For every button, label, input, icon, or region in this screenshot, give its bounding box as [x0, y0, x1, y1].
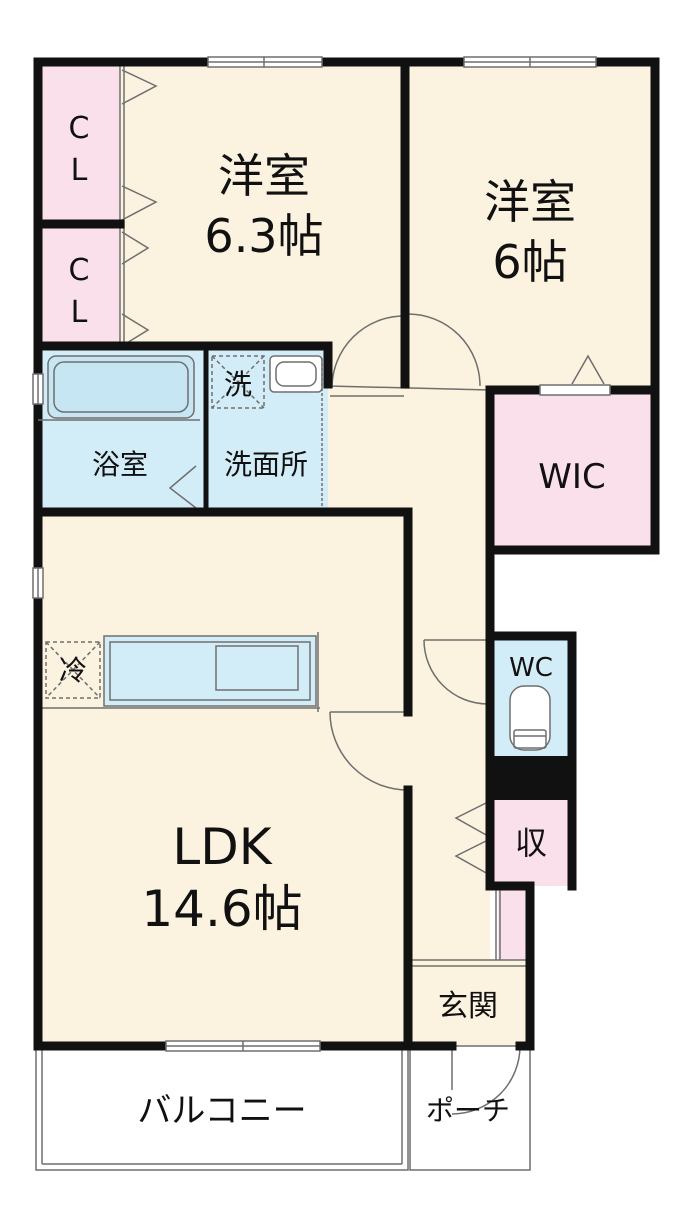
porch-outline	[409, 1045, 531, 1171]
closet-small-floor	[490, 800, 572, 886]
western-room-a-name: 洋室	[218, 149, 310, 203]
bath-name: 浴室	[92, 448, 148, 481]
western-room-b-size: 6帖	[492, 235, 567, 289]
washroom-name: 洗面所	[224, 448, 308, 481]
ldk-size: 14.6帖	[141, 880, 302, 938]
door-swing-wc	[423, 639, 489, 705]
kitchen-sink	[215, 645, 299, 691]
entrance-name: 玄関	[438, 989, 498, 1024]
wic-name: WIC	[538, 457, 605, 497]
wic-floor	[490, 390, 655, 550]
porch-name: ポーチ	[426, 1094, 510, 1127]
western-room-b-floor	[405, 62, 655, 386]
closet-b-line2: L	[71, 295, 88, 330]
ldk-floor	[38, 512, 408, 1046]
door-swing-ldk	[329, 711, 409, 791]
fridge-label: 冷	[59, 654, 87, 687]
balcony-name: バルコニー	[137, 1091, 306, 1131]
bathtub	[47, 355, 195, 419]
door-swing-western-a	[331, 315, 405, 389]
washer-label: 洗	[224, 368, 252, 401]
shoe-shelf-floor	[498, 886, 530, 960]
windows	[32, 56, 611, 1052]
ldk-name: LDK	[172, 818, 272, 876]
fridge-space	[45, 641, 101, 699]
western-room-b-name: 洋室	[484, 175, 576, 229]
closet-a-floor	[38, 62, 120, 220]
toilet	[509, 685, 551, 751]
pipe-space	[486, 756, 576, 800]
closet-b-line1: C	[69, 253, 90, 288]
western-room-a-floor	[120, 62, 405, 348]
western-room-a-size: 6.3帖	[204, 209, 323, 263]
closet-a-line2: L	[71, 153, 88, 188]
entrance-floor	[408, 960, 528, 1046]
hallway-floor-upper	[328, 348, 406, 388]
door-swing-western-b	[407, 313, 481, 387]
walls	[33, 57, 660, 1051]
porch-door-swing	[451, 1045, 521, 1115]
washer-space	[211, 355, 265, 409]
room-labels: 洋室 6.3帖 洋室 6帖 C L C L 浴室 洗面所 洗 WIC 冷 LDK…	[59, 111, 606, 1131]
window-wic-door	[539, 384, 611, 396]
kitchen-counter	[103, 635, 317, 707]
closet-a-line1: C	[69, 111, 90, 146]
interior-lines	[40, 62, 605, 967]
closet-small-name: 収	[515, 824, 547, 862]
closet-b-floor	[38, 228, 120, 346]
wc-name: WC	[509, 653, 553, 683]
room-fills	[38, 62, 655, 1046]
wet-partitions	[38, 348, 209, 512]
